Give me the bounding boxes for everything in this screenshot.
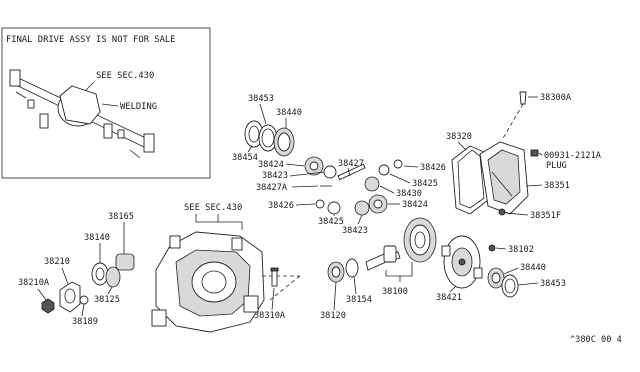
inset-welding-label: WELDING xyxy=(120,102,157,112)
label-38426-a: 38426 xyxy=(420,163,446,173)
diagram-code: ^380C 00 4 xyxy=(570,335,622,345)
label-38140: 38140 xyxy=(84,233,110,243)
label-38453-top: 38453 xyxy=(248,94,274,104)
label-38423-b: 38423 xyxy=(342,226,368,236)
label-38424-b: 38424 xyxy=(402,200,428,210)
washer-38426-a xyxy=(393,159,403,169)
ring-pinion-set-38100 xyxy=(365,217,437,271)
bolt-38102 xyxy=(488,244,496,252)
diff-case-38421 xyxy=(441,235,483,289)
label-38425-a: 38425 xyxy=(412,179,438,189)
label-38427a: 38427A xyxy=(256,183,288,193)
washer-38425-b xyxy=(327,201,341,215)
label-plug: PLUG xyxy=(546,161,567,171)
thrust-38430 xyxy=(364,176,380,192)
label-38430: 38430 xyxy=(396,189,422,199)
nut-38189 xyxy=(79,295,89,305)
axle-housing-drawing xyxy=(9,69,155,159)
pinion-shaft-38427 xyxy=(337,163,366,181)
inset-final-drive-assembly: FINAL DRIVE ASSY IS NOT FOR SALE SEE SEC… xyxy=(1,27,211,179)
label-38125: 38125 xyxy=(94,295,120,305)
pinion-gear-38423-b xyxy=(354,200,370,216)
breather-38300a xyxy=(519,91,527,105)
washer-38426-b xyxy=(315,199,325,209)
companion-flange-group xyxy=(41,253,135,314)
washer-38425-a xyxy=(378,164,390,176)
label-38165: 38165 xyxy=(108,212,134,222)
diff-gear-set xyxy=(304,156,403,216)
pinion-gear-38423 xyxy=(323,165,337,179)
label-38100: 38100 xyxy=(382,287,408,297)
seal-38140 xyxy=(91,262,109,286)
spacer-38154 xyxy=(345,258,359,278)
label-38423-a: 38423 xyxy=(262,171,288,181)
inset-see-sec-label: SEE SEC.430 xyxy=(96,71,154,81)
label-38424-a: 38424 xyxy=(258,160,284,170)
right-bearing-group xyxy=(487,267,519,298)
label-38120: 38120 xyxy=(320,311,346,321)
label-38102: 38102 xyxy=(508,245,534,255)
mount-38165 xyxy=(115,253,135,271)
pinion-bearing-group xyxy=(327,258,359,283)
bearing-38125 xyxy=(105,266,121,288)
nut-38210a xyxy=(41,298,55,314)
flange-38210 xyxy=(59,281,81,313)
label-38425-b: 38425 xyxy=(318,217,344,227)
label-38351f: 38351F xyxy=(530,211,561,221)
label-38426-b: 38426 xyxy=(268,201,294,211)
rear-cover-group xyxy=(451,91,539,216)
label-38310a: 38310A xyxy=(254,311,286,321)
side-bearing-group xyxy=(244,120,295,157)
plug-00931 xyxy=(530,149,539,157)
label-38440-top: 38440 xyxy=(276,108,302,118)
label-38154: 38154 xyxy=(346,295,372,305)
label-38210a: 38210A xyxy=(18,278,50,288)
label-38320: 38320 xyxy=(446,132,472,142)
label-38427: 38427 xyxy=(338,159,364,169)
label-38454: 38454 xyxy=(232,153,258,163)
inset-not-for-sale-note: FINAL DRIVE ASSY IS NOT FOR SALE xyxy=(6,35,175,45)
stud-38310a xyxy=(270,267,279,287)
label-38440-bot: 38440 xyxy=(520,263,546,273)
label-38189: 38189 xyxy=(72,317,98,327)
spacer-38453-bot xyxy=(501,274,519,298)
label-38453-bot: 38453 xyxy=(540,279,566,289)
bolt-38351f xyxy=(498,208,506,216)
main-see-sec-label: SEE SEC.430 xyxy=(184,203,242,213)
diff-carrier-drawing xyxy=(151,231,301,333)
label-38351: 38351 xyxy=(544,181,570,191)
label-38300a: 38300A xyxy=(540,93,572,103)
label-38210: 38210 xyxy=(44,257,70,267)
inset-frame xyxy=(1,27,211,179)
label-00931-2121a: 00931-2121A xyxy=(544,151,602,161)
label-38421: 38421 xyxy=(436,293,462,303)
